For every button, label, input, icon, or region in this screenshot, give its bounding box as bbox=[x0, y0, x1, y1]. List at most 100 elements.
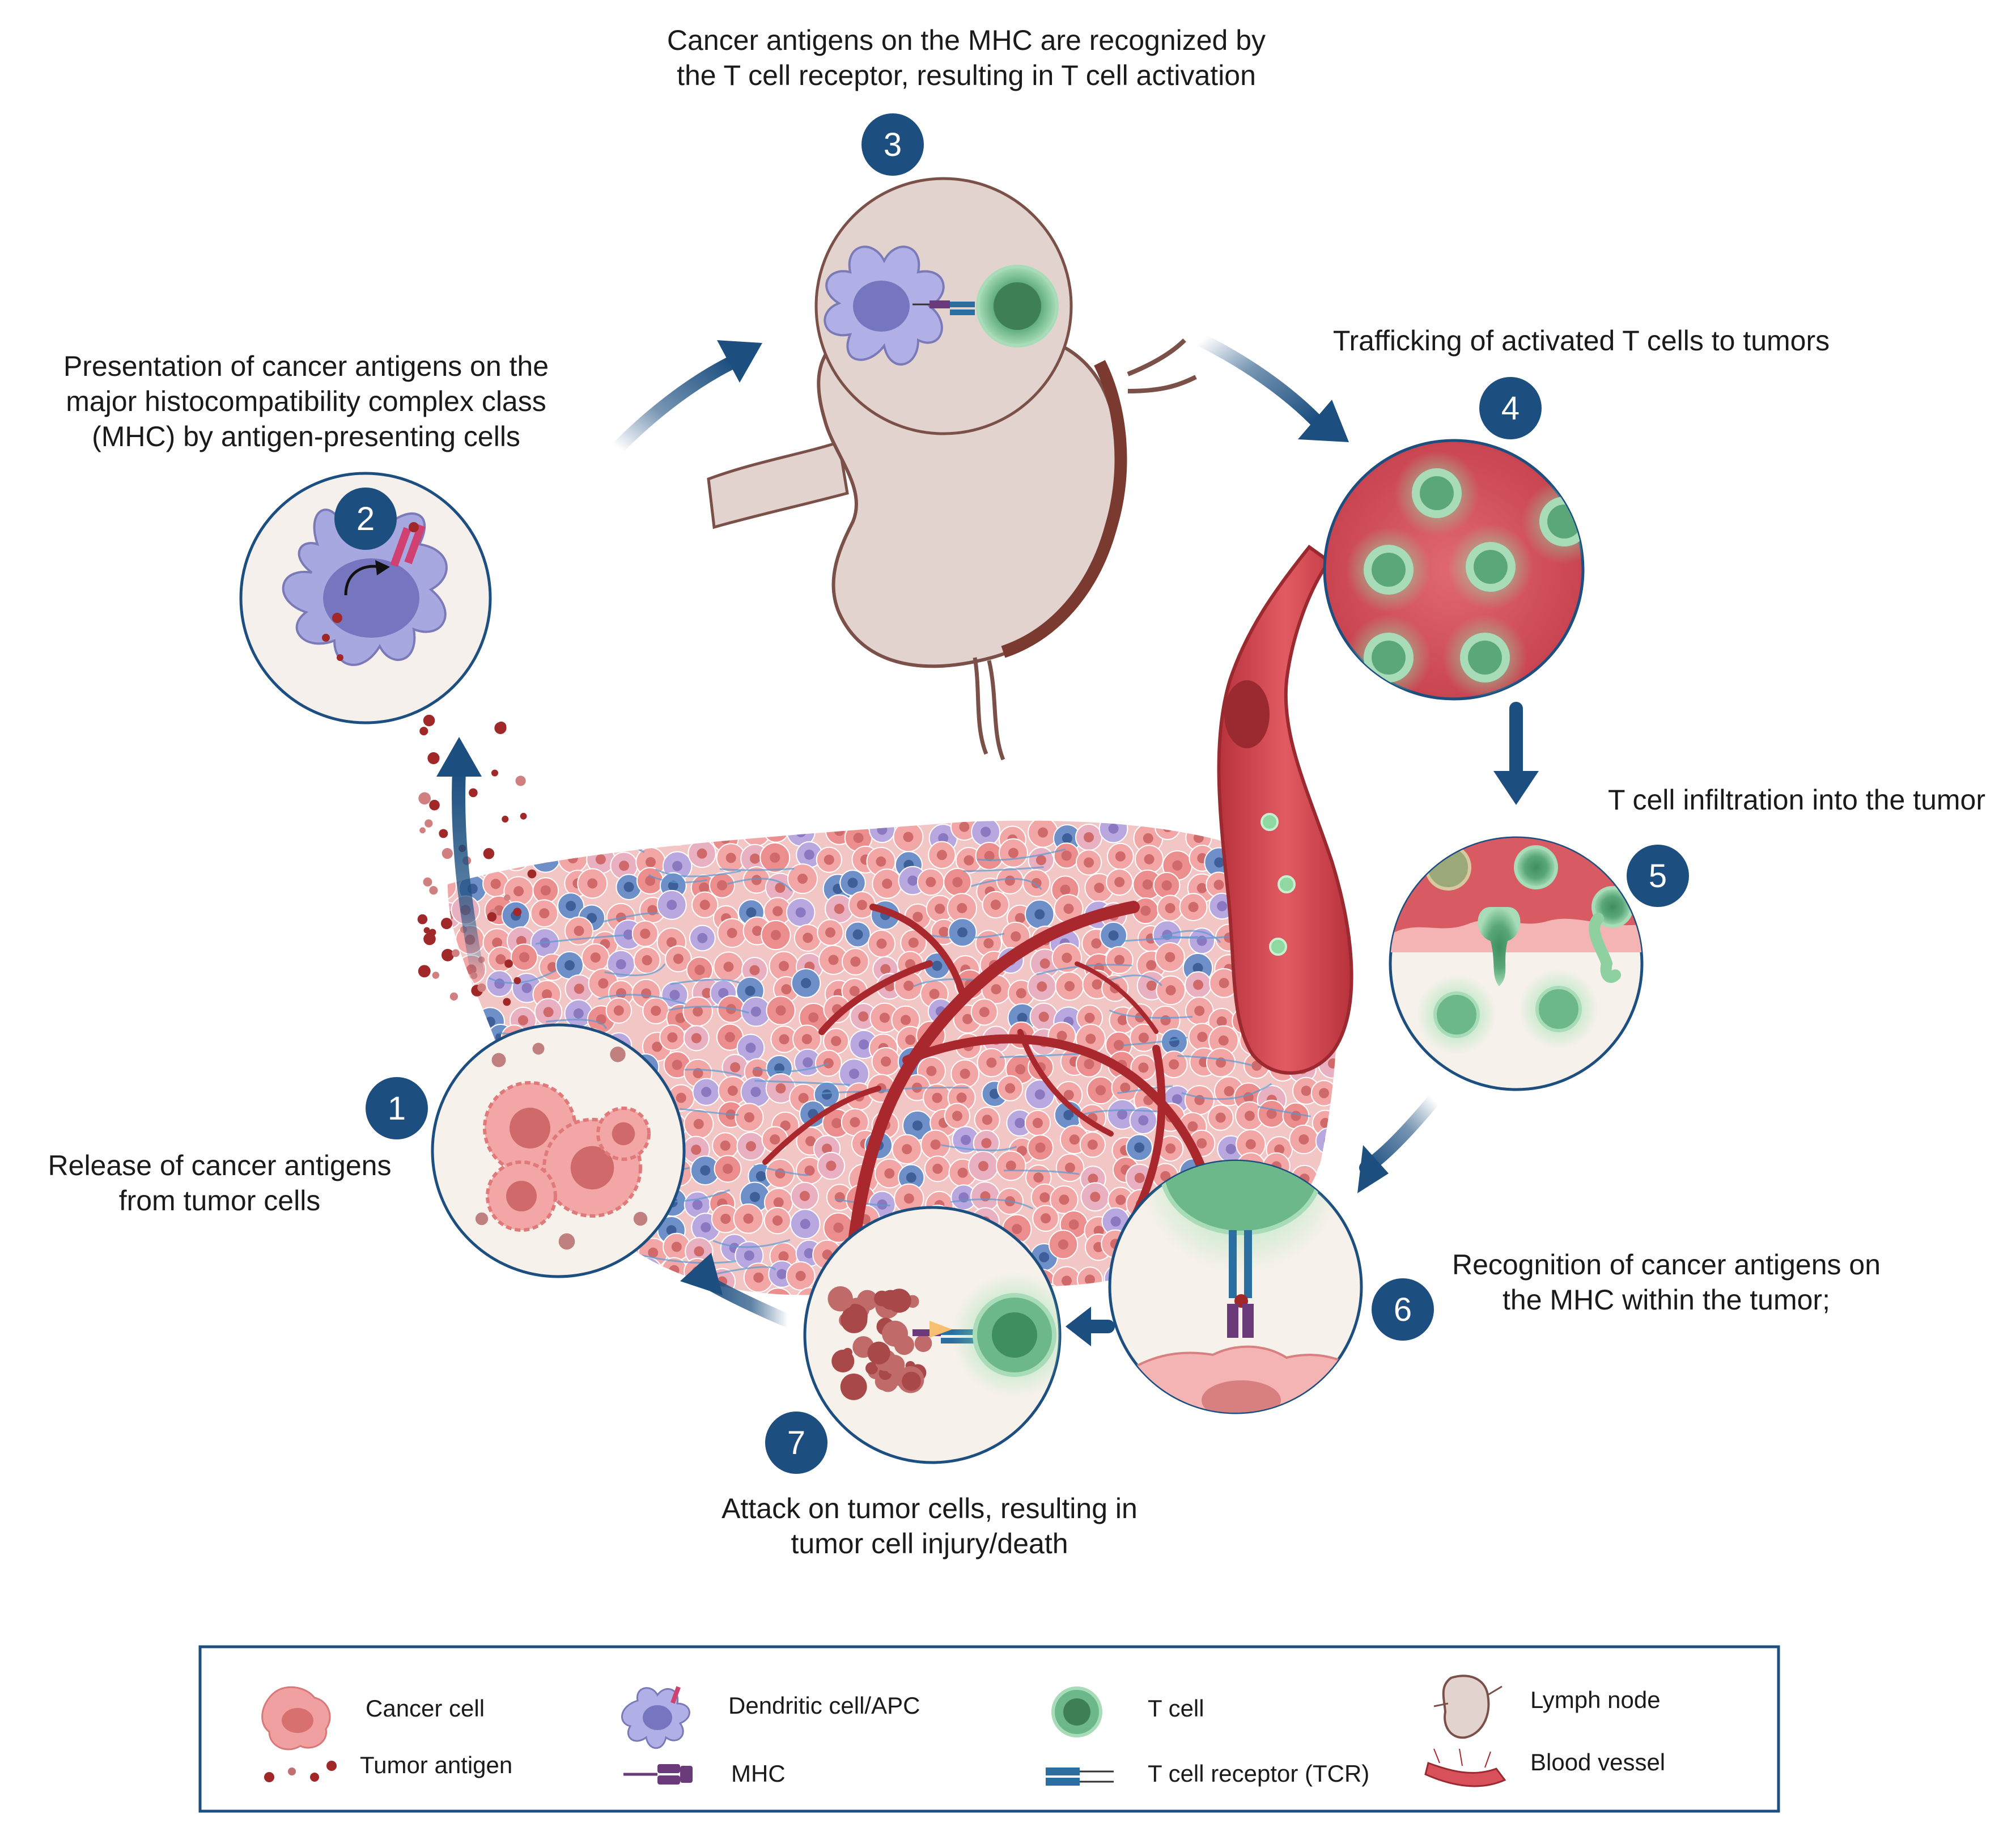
tissue-cell-nucleus bbox=[723, 1163, 733, 1174]
tissue-cell-nucleus bbox=[1320, 1118, 1331, 1129]
tissue-cell-nucleus bbox=[1117, 1015, 1128, 1025]
tissue-cell bbox=[609, 820, 638, 848]
tissue-cell-nucleus bbox=[853, 833, 864, 844]
tissue-fibre bbox=[670, 978, 740, 985]
t-cell-nucleus bbox=[1420, 476, 1454, 510]
tissue-cell-nucleus bbox=[1062, 952, 1072, 963]
tissue-cell-nucleus bbox=[745, 985, 756, 996]
tumor-blood-vessels bbox=[762, 901, 1206, 1282]
tissue-cell-nucleus bbox=[1034, 909, 1045, 919]
tissue-cell-nucleus bbox=[701, 1087, 712, 1097]
tissue-cell-nucleus bbox=[847, 878, 858, 888]
mhc-icon bbox=[623, 1764, 693, 1785]
tissue-fibre bbox=[1122, 1036, 1188, 1046]
tissue-cell-nucleus bbox=[1039, 1192, 1050, 1203]
tissue-cell-nucleus bbox=[1165, 1143, 1176, 1154]
tissue-cell-nucleus bbox=[693, 1006, 703, 1017]
step-7-attack-circle bbox=[803, 1206, 1062, 1464]
tissue-fibre bbox=[1177, 1054, 1253, 1067]
tissue-cell-nucleus bbox=[513, 886, 524, 897]
step-3-activation-circle bbox=[814, 177, 1073, 435]
legend-label-cancer-cell: Cancer cell bbox=[366, 1695, 485, 1722]
tissue-cell-nucleus bbox=[1138, 1115, 1149, 1126]
tissue-cell-nucleus bbox=[485, 1016, 495, 1027]
step-badge-2 bbox=[334, 488, 397, 550]
tissue-cell-nucleus bbox=[903, 832, 914, 842]
tissue-fibre bbox=[727, 878, 793, 892]
tissue-cell-nucleus bbox=[849, 986, 860, 997]
tissue-cell-nucleus bbox=[669, 1265, 680, 1275]
tissue-cell bbox=[554, 1287, 582, 1295]
tumor-cell-debris bbox=[887, 1289, 911, 1313]
tissue-cell-nucleus bbox=[725, 853, 736, 863]
tissue-cell-nucleus bbox=[852, 929, 863, 940]
tissue-cell-nucleus bbox=[775, 1005, 786, 1016]
tissue-fibre bbox=[546, 1019, 607, 1029]
tissue-cell-nucleus bbox=[1084, 857, 1094, 868]
tissue-cell-nucleus bbox=[1035, 1142, 1046, 1153]
tissue-cell-nucleus bbox=[831, 1118, 842, 1129]
tissue-cell-nucleus bbox=[695, 826, 706, 837]
tissue-fibre bbox=[1258, 1105, 1311, 1117]
tissue-cell-nucleus bbox=[697, 933, 708, 943]
tumor-antigen-dot bbox=[513, 977, 521, 985]
tissue-cell-nucleus bbox=[613, 1005, 624, 1016]
tissue-cell bbox=[663, 820, 693, 846]
tissue-cell bbox=[527, 1291, 557, 1295]
tissue-cell-nucleus bbox=[879, 1012, 890, 1023]
tissue-cell-nucleus bbox=[1093, 1295, 1104, 1305]
tissue-cell bbox=[502, 842, 530, 871]
released-antigen bbox=[491, 1053, 506, 1067]
tissue-fibre bbox=[648, 874, 707, 884]
tissue-cell-nucleus bbox=[930, 1139, 941, 1150]
tissue-cell-nucleus bbox=[1038, 1011, 1049, 1022]
legend-label-blood-vessel: Blood vessel bbox=[1530, 1749, 1666, 1775]
tumor-antigen-dot bbox=[452, 949, 460, 957]
tissue-cell-nucleus bbox=[877, 824, 888, 835]
tissue-cell-nucleus bbox=[724, 1032, 735, 1042]
tissue-cell-nucleus bbox=[459, 1015, 469, 1026]
tissue-cell-nucleus bbox=[1274, 1144, 1285, 1155]
tissue-cell-nucleus bbox=[1142, 879, 1153, 890]
tissue-cell-nucleus bbox=[1039, 1252, 1050, 1262]
tissue-cell-nucleus bbox=[1193, 980, 1204, 990]
t-cell-nucleus bbox=[1474, 550, 1508, 584]
tissue-cell-nucleus bbox=[723, 961, 734, 972]
tissue-cell-nucleus bbox=[1215, 1112, 1226, 1123]
tumor-antigen-icon bbox=[264, 1761, 337, 1782]
tissue-cell-nucleus bbox=[833, 1222, 844, 1233]
tissue-cell-nucleus bbox=[1039, 958, 1050, 969]
tissue-cell-nucleus bbox=[825, 927, 836, 938]
tumor-antigen-dot bbox=[429, 799, 440, 811]
tumor-cell-debris bbox=[841, 1306, 868, 1333]
tumor-antigen-dot bbox=[425, 819, 433, 828]
tissue-fibre bbox=[1104, 974, 1162, 986]
tissue-fibre bbox=[603, 912, 659, 923]
tissue-cell-nucleus bbox=[1217, 901, 1228, 912]
tissue-cell-nucleus bbox=[671, 1241, 682, 1252]
tissue-cell-nucleus bbox=[912, 1120, 923, 1131]
tissue-cell-nucleus bbox=[828, 955, 839, 965]
tumor-cell-debris bbox=[914, 1334, 932, 1353]
tissue-cell-nucleus bbox=[751, 827, 762, 837]
legend-label-tumor-antigen: Tumor antigen bbox=[360, 1752, 513, 1778]
tissue-cell-nucleus bbox=[932, 1163, 943, 1174]
tissue-cell-nucleus bbox=[859, 1039, 869, 1050]
tissue-cell-nucleus bbox=[495, 954, 506, 965]
tissue-cell-nucleus bbox=[730, 1062, 741, 1073]
tissue-fibre bbox=[753, 1062, 829, 1073]
tissue-cell-nucleus bbox=[1056, 1031, 1067, 1041]
tissue-cell-nucleus bbox=[1064, 1162, 1075, 1173]
tissue-cell-nucleus bbox=[795, 907, 806, 918]
tissue-cell-nucleus bbox=[574, 926, 584, 936]
tissue-cell bbox=[448, 1030, 457, 1058]
tissue-cell-nucleus bbox=[1194, 1006, 1205, 1016]
tumor-antigen-dot bbox=[440, 918, 452, 930]
step-7-label: Attack on tumor cells, resulting in tumo… bbox=[721, 1493, 1138, 1559]
tissue-cell-nucleus bbox=[1061, 850, 1072, 861]
tissue-cell-nucleus bbox=[1197, 1032, 1208, 1042]
tissue-cell bbox=[448, 1259, 454, 1286]
arrow-1-to-2-head bbox=[436, 737, 482, 777]
tumor-antigen-dot bbox=[527, 869, 537, 879]
tissue-fibre bbox=[977, 848, 1066, 861]
